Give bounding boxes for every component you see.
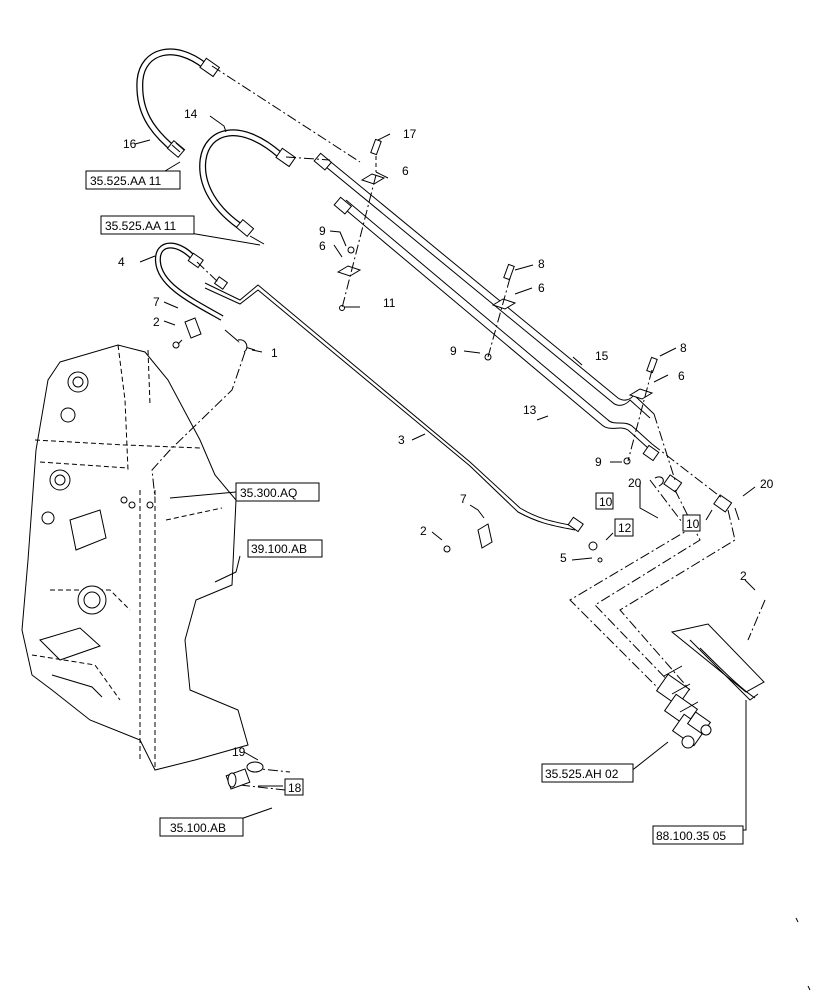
ref-35-525-aa-11-lower[interactable]: 35.525.AA 11: [105, 219, 177, 233]
ref-35-525-ah-02[interactable]: 35.525.AH 02: [545, 767, 619, 781]
callout-9-mid: 9: [450, 344, 457, 358]
callout-16: 16: [123, 137, 137, 151]
corner-marks: [795, 917, 811, 991]
frame-details: [39, 371, 154, 698]
hose-16: [136, 48, 221, 159]
callout-20-right: 20: [760, 477, 774, 491]
callout-numbers: 16 14 4 7 2 1 9 6 17 6 11 8 6 9 15 13 8 …: [118, 107, 774, 759]
callout-14: 14: [184, 107, 198, 121]
ref-35-525-aa-11-upper[interactable]: 35.525.AA 11: [90, 174, 162, 188]
ref-88-100-35-05[interactable]: 88.100.35 05: [656, 829, 726, 843]
hose-4: [154, 242, 224, 321]
callout-6-top: 6: [402, 164, 409, 178]
boxed-callouts: 10 10 12 18: [284, 492, 701, 796]
callout-9-low: 9: [595, 455, 602, 469]
callout-2-left: 2: [153, 315, 160, 329]
callout-20-left: 20: [628, 476, 642, 490]
tube-13: [333, 196, 653, 449]
clamp-6-right: [484, 263, 517, 361]
tube-15: [313, 152, 655, 419]
callout-1: 1: [271, 346, 278, 360]
callout-2-right: 2: [740, 569, 747, 583]
callout-4: 4: [118, 255, 125, 269]
callout-6-far: 6: [678, 369, 685, 383]
callout-3: 3: [398, 433, 405, 447]
callout-13: 13: [523, 403, 537, 417]
callout-19: 19: [232, 745, 246, 759]
clamp-6-mid: [336, 246, 362, 311]
clamp-7-left: [172, 317, 248, 353]
box-callout-18: 18: [288, 781, 302, 795]
valve-manifold: [655, 623, 765, 749]
ref-39-100-ab[interactable]: 39.100.AB: [251, 542, 307, 556]
callout-7-left: 7: [153, 295, 160, 309]
callout-5: 5: [560, 551, 567, 565]
callout-6-right: 6: [538, 281, 545, 295]
box-callout-12: 12: [618, 521, 632, 535]
hose-14: [199, 129, 297, 245]
ref-35-100-ab[interactable]: 35.100.AB: [170, 821, 226, 835]
ref-35-300-aq[interactable]: 35.300.AQ: [240, 486, 297, 500]
callout-9-top: 9: [319, 224, 326, 238]
box-callout-10-right: 10: [686, 517, 700, 531]
box-callout-10-left: 10: [599, 495, 613, 509]
callout-17: 17: [403, 127, 417, 141]
callout-8-right: 8: [680, 341, 687, 355]
callout-15: 15: [595, 349, 609, 363]
callout-6-mid: 6: [319, 239, 326, 253]
clamp-7-lower: [443, 523, 603, 563]
callout-7-lower: 7: [460, 492, 467, 506]
callout-11: 11: [383, 296, 396, 310]
reference-boxes: 35.525.AA 11 35.525.AA 11 35.300.AQ 39.1…: [85, 170, 744, 845]
callout-2-mid: 2: [420, 524, 427, 538]
callout-leaders: [134, 115, 756, 831]
clamp-6-upper: [360, 138, 386, 185]
fittings-right: [642, 444, 740, 521]
callout-8-upper: 8: [538, 257, 545, 271]
loader-frame: [21, 344, 249, 771]
coupler-19: [225, 761, 264, 790]
